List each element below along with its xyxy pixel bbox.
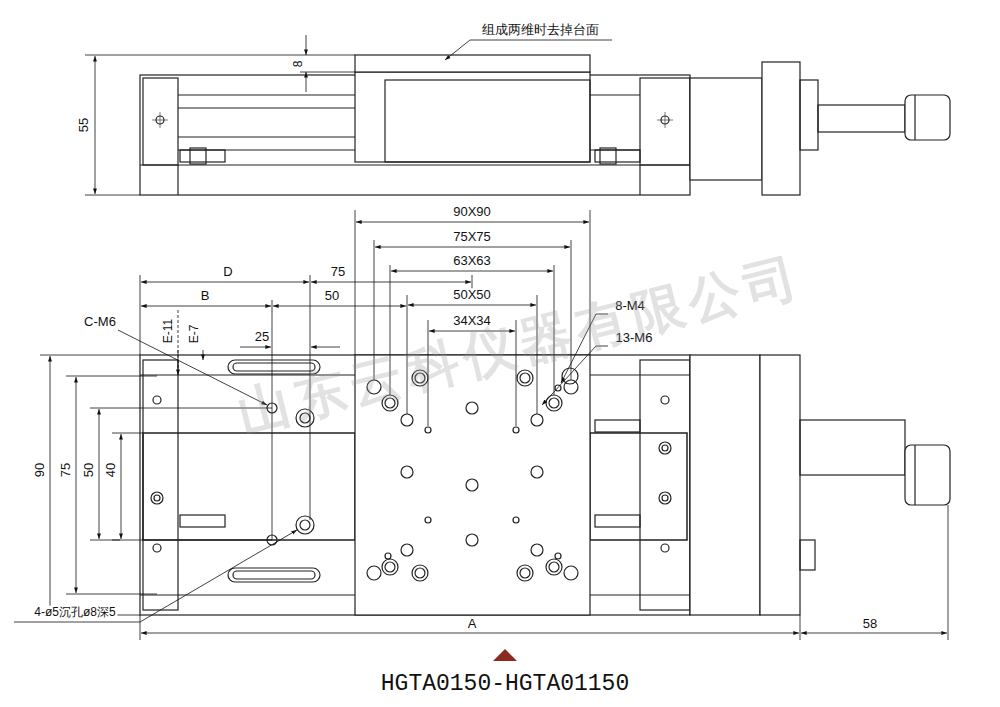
- dimension-label: 50X50: [451, 288, 493, 302]
- plan-view: [140, 355, 950, 615]
- dimension-label: 63X63: [451, 254, 493, 268]
- side-view: [140, 55, 950, 195]
- dimension-label: 58: [861, 617, 879, 631]
- dimension-label: E-11: [162, 317, 175, 345]
- plan-dimensions: [14, 210, 948, 640]
- dimension-label: 50: [82, 461, 96, 479]
- dimension-label: 75X75: [451, 230, 493, 244]
- dimension-label: 40: [104, 461, 118, 479]
- dimension-label: 55: [77, 116, 91, 134]
- dimension-label: 75: [59, 461, 73, 479]
- dimension-label: 90: [33, 461, 47, 479]
- dimension-label: 50: [323, 289, 341, 303]
- watermark: 山东云科仪器有限公司: [230, 248, 810, 442]
- caption-marker: [493, 649, 517, 661]
- side-dimensions: [85, 35, 612, 195]
- thread-callout: 8-M4: [613, 299, 647, 313]
- dimension-label: A: [466, 617, 479, 631]
- dimension-label: 75: [329, 265, 347, 279]
- dimension-label: E-7: [188, 323, 201, 346]
- thread-callout: 13-M6: [614, 331, 655, 345]
- note-text: 组成两维时去掉台面: [480, 23, 601, 37]
- dimension-label: 25: [253, 330, 271, 344]
- thread-callout: C-M6: [82, 315, 118, 329]
- model-caption: HGTA0150-HGTA01150: [379, 671, 631, 697]
- dimension-label: 34X34: [451, 314, 493, 328]
- hole-callout: 4-ø5沉孔ø8深5: [32, 606, 117, 619]
- dimension-label: 8: [292, 59, 305, 70]
- dimension-label: D: [221, 265, 234, 279]
- dimension-label: 90X90: [451, 205, 493, 219]
- dimension-label: B: [199, 289, 212, 303]
